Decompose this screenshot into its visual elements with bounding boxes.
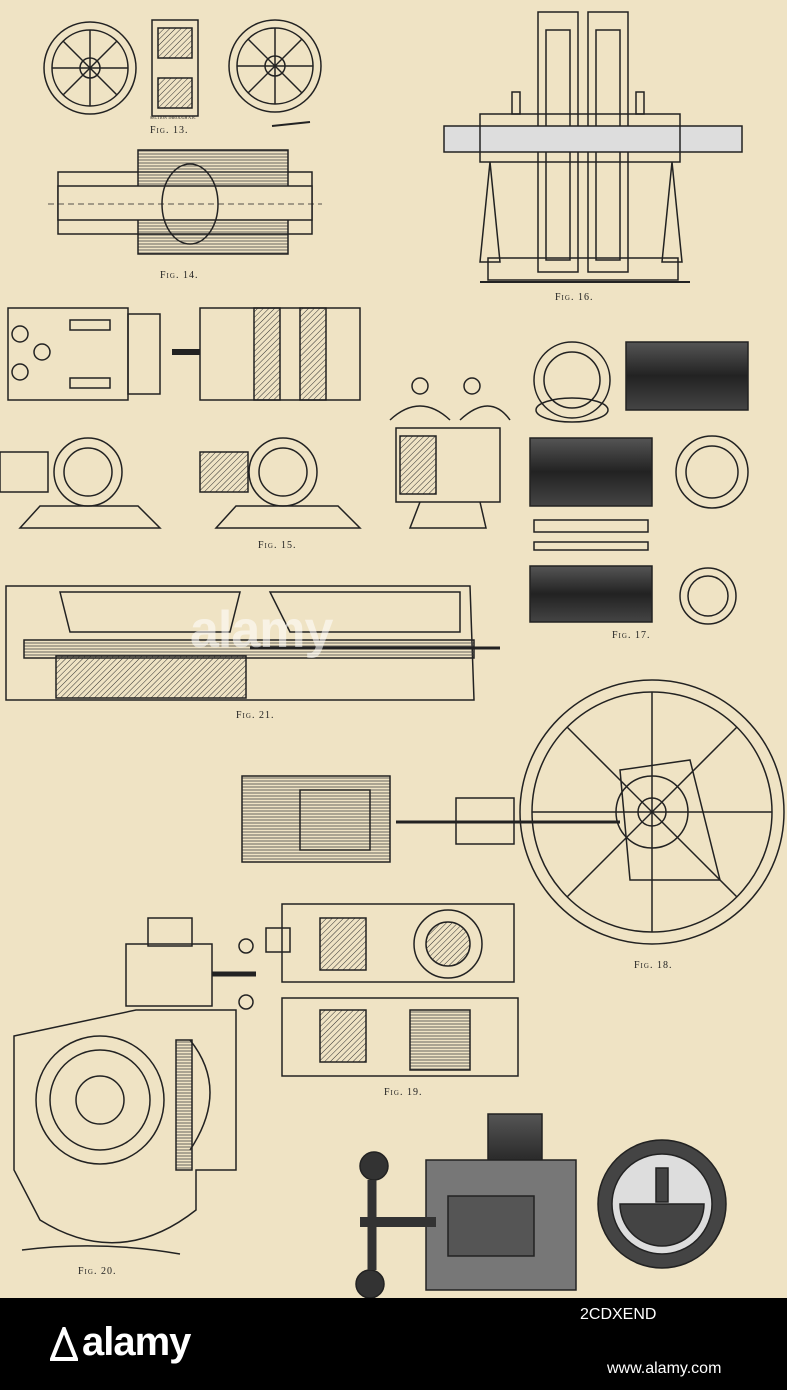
- fig13-caption: Fig. 13.: [150, 125, 189, 136]
- engraving-illustration: [0, 11, 785, 1298]
- fig21-drawing: [5, 585, 500, 701]
- fig18-drawing: [241, 679, 785, 945]
- fig20-caption: Fig. 20.: [78, 1266, 117, 1277]
- fig15-caption: Fig. 15.: [258, 540, 297, 551]
- fig14-caption: Fig. 14.: [160, 270, 199, 281]
- fig17-caption: Fig. 17.: [612, 630, 651, 641]
- watermark-overlay: alamy: [190, 601, 333, 659]
- fig18-caption: Fig. 18.: [634, 960, 673, 971]
- fig16-drawing: [443, 11, 743, 283]
- site-url: www.alamy.com: [607, 1360, 722, 1377]
- brand-name: alamy: [82, 1320, 191, 1364]
- fig13-section-note: SECTION THROUGH A.B.: [150, 115, 196, 120]
- alamy-a-icon: [50, 1327, 78, 1362]
- fig14-drawing: [48, 149, 322, 255]
- fig20-drawing: [13, 917, 256, 1255]
- fig21-caption: Fig. 21.: [236, 710, 275, 721]
- fig13-drawing: [43, 19, 322, 127]
- image-id: 2CDXEND: [580, 1306, 657, 1323]
- fig17-drawing: [529, 341, 749, 625]
- brand-logo: alamy: [50, 1320, 191, 1365]
- valve-drawing: [355, 1113, 727, 1298]
- fig19-drawing: [265, 903, 519, 1077]
- fig16-caption: Fig. 16.: [555, 292, 594, 303]
- watermark-footer: alamy 2CDXEND www.alamy.com: [0, 1298, 787, 1390]
- fig19-caption: Fig. 19.: [384, 1087, 423, 1098]
- fig15-drawing: [0, 307, 511, 529]
- engraving-plate: SECTION THROUGH A.B. Fig. 13. Fig. 14. F…: [0, 0, 787, 1298]
